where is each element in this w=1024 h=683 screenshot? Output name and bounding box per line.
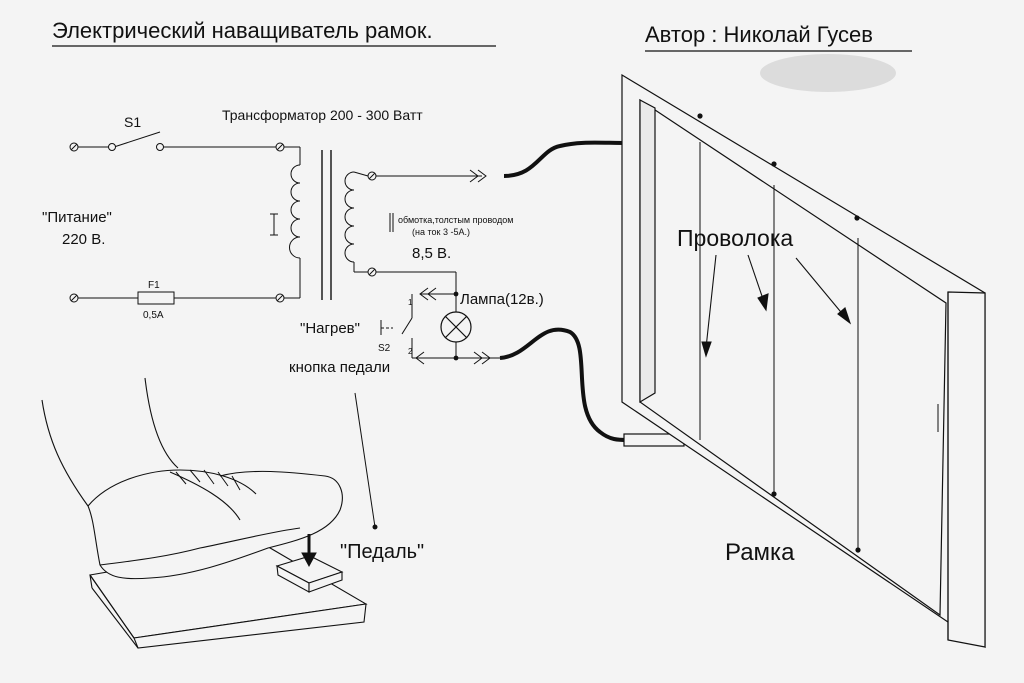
- trouser-line: [41, 399, 89, 507]
- fuse-f1: [137, 291, 175, 305]
- diagram-title: Электрический наващиватель рамок.: [52, 18, 433, 43]
- switch-s1-label: S1: [124, 114, 141, 130]
- trouser-line: [144, 377, 179, 469]
- smudge-mark: [760, 54, 896, 92]
- contact-2-label: 2: [408, 347, 413, 356]
- power-label: "Питание": [42, 209, 112, 226]
- fuse-label: F1: [148, 280, 160, 291]
- secondary-terminals: [367, 171, 377, 277]
- winding-note: обмотка,толстым проводом: [398, 215, 513, 225]
- secondary-circuit: [344, 169, 500, 365]
- wire-pointers: [701, 254, 852, 358]
- primary-circuit: [74, 131, 332, 305]
- primary-terminals: [69, 142, 285, 303]
- voltage-label: 8,5 В.: [412, 245, 451, 262]
- switch-contact: [156, 143, 164, 151]
- switch-s1-blade: [113, 131, 161, 148]
- secondary-coil: [344, 171, 355, 263]
- pedal-leader-dot: [372, 524, 378, 530]
- press-arrow: [301, 534, 317, 568]
- switch-s2-blade: [401, 317, 413, 335]
- contact-1-label: 1: [408, 298, 413, 307]
- heat-label: "Нагрев": [300, 320, 360, 337]
- transformer-label: Трансформатор 200 - 300 Ватт: [222, 107, 423, 123]
- wire-label: Проволока: [677, 225, 793, 251]
- shoe-stitching: [175, 469, 241, 491]
- switch-s2-label: S2: [378, 343, 391, 354]
- lamp-symbol: [440, 311, 472, 343]
- power-voltage-label: 220 В.: [62, 231, 105, 248]
- switch-contact: [108, 143, 116, 151]
- winding-current-note: (на ток 3 -5А.): [412, 227, 470, 237]
- pedal-label: "Педаль": [340, 541, 424, 563]
- fuse-rating-label: 0,5A: [143, 310, 164, 321]
- lower-cable: [499, 327, 629, 442]
- shoe-outline: [41, 377, 343, 580]
- author-label: Автор : Николай Гусев: [645, 22, 873, 47]
- pedal-button: [275, 555, 344, 593]
- junction-dot: [453, 355, 459, 361]
- frame-label: Рамка: [725, 539, 795, 566]
- frame-wires: [699, 142, 859, 550]
- primary-coil: [289, 164, 301, 259]
- lamp-label: Лампа(12в.): [460, 291, 544, 308]
- frame-nails: [697, 113, 861, 553]
- pedal-button-label: кнопка педали: [289, 359, 390, 376]
- upper-cable: [503, 140, 629, 178]
- junction-dot: [453, 291, 459, 297]
- frame: [621, 73, 986, 649]
- pedal-leader-line: [354, 392, 376, 528]
